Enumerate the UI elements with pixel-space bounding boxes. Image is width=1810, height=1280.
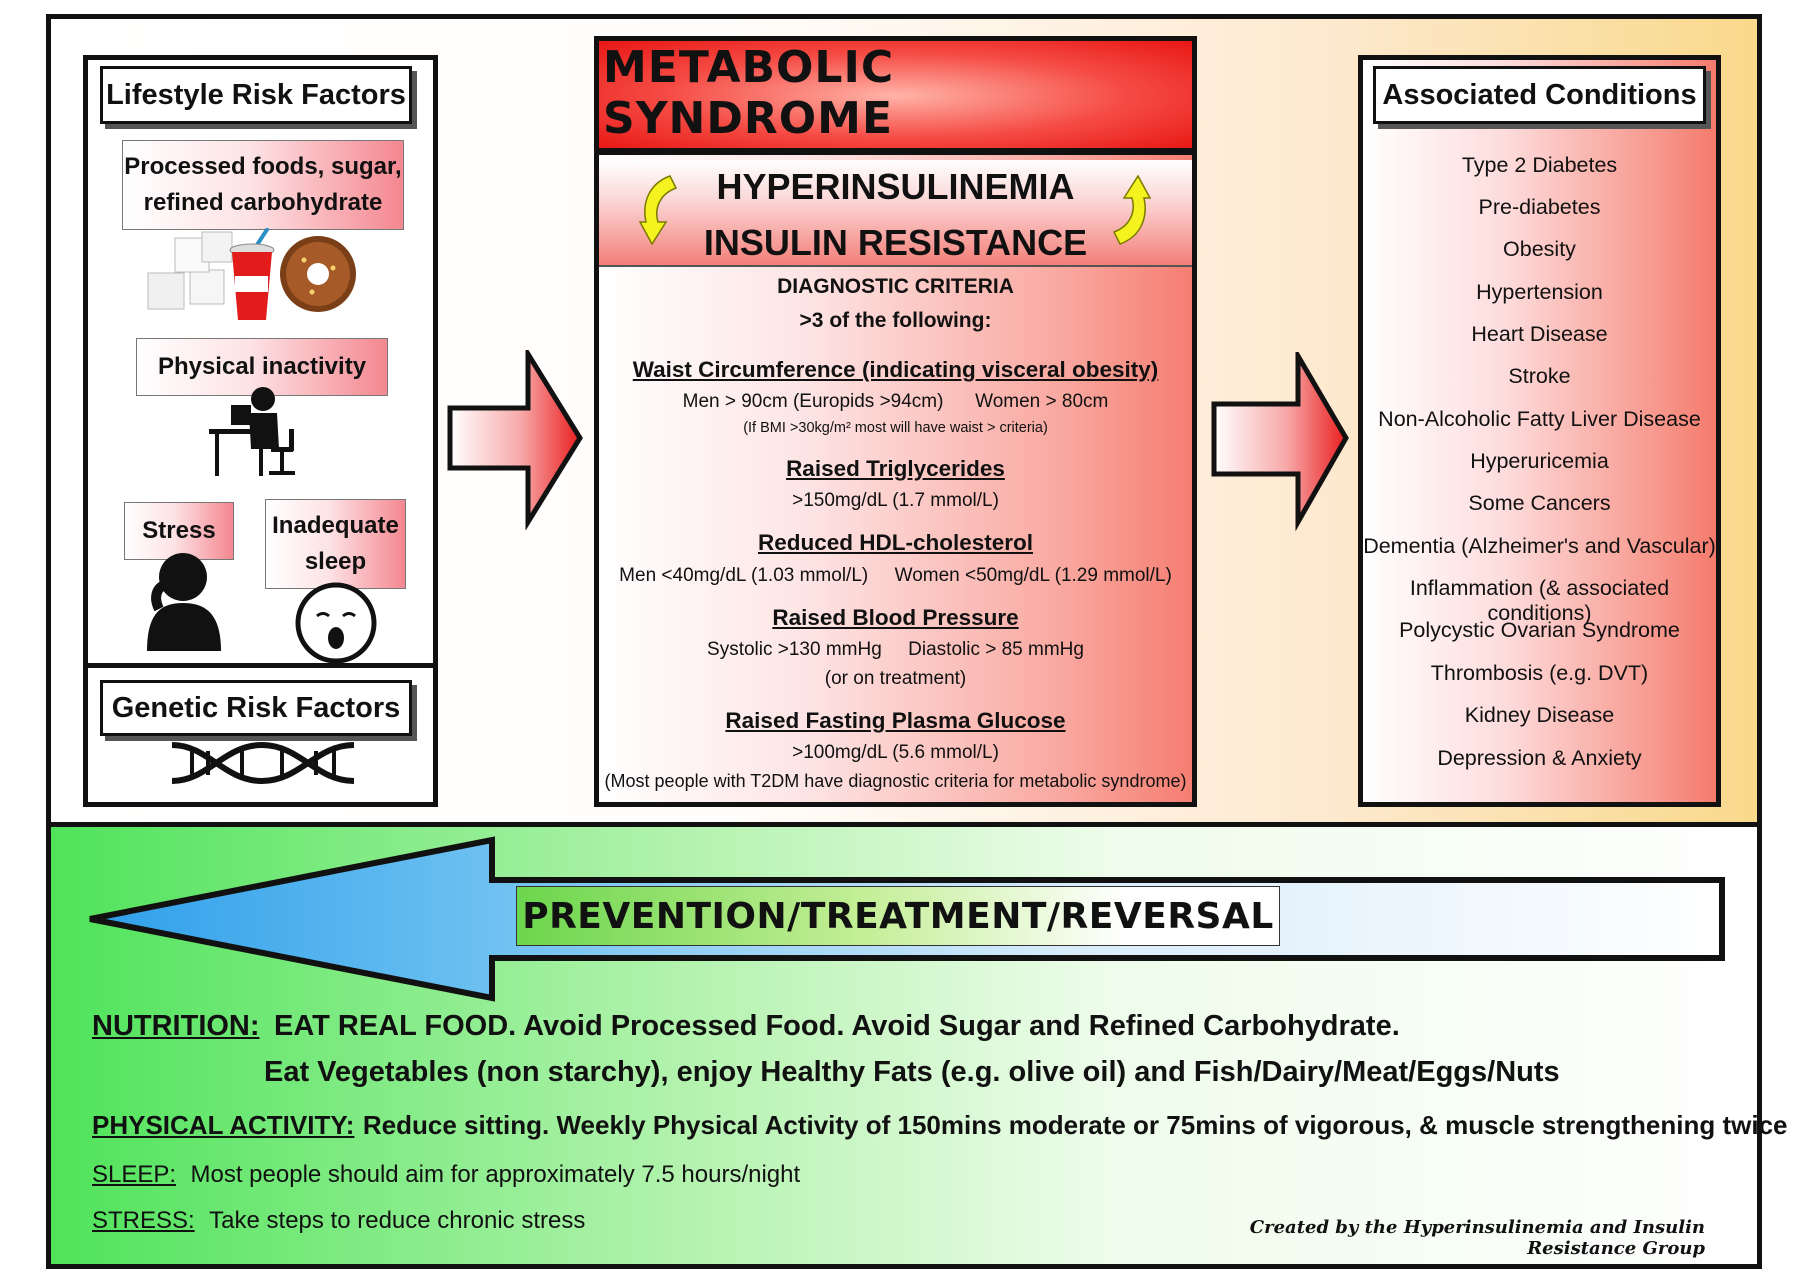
nutrition-line-2: Eat Vegetables (non starchy), enjoy Heal…: [264, 1056, 1560, 1089]
condition-item: Stroke: [1508, 364, 1571, 388]
donut-icon: [280, 236, 356, 312]
prevention-title: PREVENTION/TREATMENT/REVERSAL: [522, 895, 1274, 937]
criterion-glucose-value: >100mg/dL (5.6 mmol/L): [792, 742, 999, 763]
junk-food-illustration: [147, 228, 356, 320]
processed-foods-line-1: Processed foods, sugar,: [124, 153, 402, 180]
associated-conditions-panel: [1358, 55, 1721, 807]
criterion-waist-note: (If BMI >30kg/m² most will have waist > …: [743, 420, 1048, 436]
arrow-right-to-syndrome: [447, 350, 583, 530]
criterion-bp-values: Systolic >130 mmHg Diastolic > 85 mmHg: [707, 639, 1084, 660]
condition-item: Obesity: [1503, 237, 1576, 261]
sleepy-face-icon: [295, 582, 377, 664]
stress-line: STRESS: Take steps to reduce chronic str…: [92, 1207, 585, 1235]
criterion-triglycerides-value: >150mg/dL (1.7 mmol/L): [792, 490, 999, 511]
inadequate-sleep-box: Inadequate sleep: [265, 499, 406, 589]
processed-foods-box: Processed foods, sugar, refined carbohyd…: [122, 140, 404, 230]
sleep-line: SLEEP: Most people should aim for approx…: [92, 1161, 800, 1189]
sleep-line-1: Inadequate: [272, 512, 399, 539]
nutrition-text-1: EAT REAL FOOD. Avoid Processed Food. Avo…: [273, 1010, 1400, 1042]
criterion-triglycerides-title: Raised Triglycerides: [786, 456, 1005, 481]
stress-label: STRESS:: [92, 1207, 195, 1234]
criterion-hdl-title: Reduced HDL-cholesterol: [757, 530, 1034, 555]
condition-item: Kidney Disease: [1464, 703, 1615, 727]
condition-item: Pre-diabetes: [1478, 195, 1601, 219]
dna-helix-icon: [171, 741, 355, 785]
credit-line: Created by the Hyperinsulinemia and Insu…: [1249, 1217, 1705, 1259]
genetic-title: Genetic Risk Factors: [100, 680, 412, 736]
nutrition-text-2: Eat Vegetables (non starchy), enjoy Heal…: [264, 1056, 1560, 1088]
stress-text: Take steps to reduce chronic stress: [209, 1207, 586, 1234]
condition-item: Some Cancers: [1468, 491, 1611, 515]
criterion-hdl-values: Men <40mg/dL (1.03 mmol/L) Women <50mg/d…: [619, 565, 1172, 586]
condition-item: Thrombosis (e.g. DVT): [1430, 661, 1649, 685]
risk-factors-divider: [83, 663, 438, 668]
soda-cup-icon: [229, 228, 275, 320]
associated-conditions-title: Associated Conditions: [1373, 66, 1706, 124]
condition-item: Non-Alcoholic Fatty Liver Disease: [1378, 407, 1701, 431]
hyperinsulinemia-band: HYPERINSULINEMIA INSULIN RESISTANCE: [599, 160, 1192, 267]
criterion-bp-note: (or on treatment): [824, 668, 967, 689]
physical-inactivity-box: Physical inactivity: [136, 338, 388, 396]
nutrition-label: NUTRITION:: [92, 1010, 260, 1042]
sleep-text: Most people should aim for approximately…: [190, 1161, 801, 1188]
condition-item: Hyperuricemia: [1470, 449, 1609, 473]
condition-item: Depression & Anxiety: [1437, 746, 1642, 770]
condition-item: Dementia (Alzheimer's and Vascular): [1363, 534, 1716, 558]
condition-item: Inflammation (& associated conditions): [1409, 576, 1670, 625]
condition-item: Heart Disease: [1471, 322, 1608, 346]
nutrition-line: NUTRITION: EAT REAL FOOD. Avoid Processe…: [92, 1010, 1400, 1043]
activity-line: PHYSICAL ACTIVITY: Reduce sitting. Weekl…: [92, 1110, 1788, 1141]
processed-foods-line-2: refined carbohydrate: [143, 189, 383, 216]
prevention-banner: PREVENTION/TREATMENT/REVERSAL: [516, 886, 1280, 946]
condition-item: Polycystic Ovarian Syndrome: [1399, 618, 1680, 642]
diagnostic-criteria-subheading: >3 of the following:: [799, 309, 992, 332]
arrow-right-to-conditions: [1211, 352, 1349, 532]
criterion-waist-title: Waist Circumference (indicating visceral…: [632, 357, 1159, 382]
lifestyle-title: Lifestyle Risk Factors: [100, 66, 412, 124]
diagnostic-criteria-heading: DIAGNOSTIC CRITERIA: [777, 275, 1014, 298]
activity-text: Reduce sitting. Weekly Physical Activity…: [362, 1110, 1788, 1140]
sleep-label: SLEEP:: [92, 1161, 177, 1188]
desk-sitting-icon: [209, 387, 295, 476]
criterion-glucose-note: (Most people with T2DM have diagnostic c…: [604, 771, 1187, 791]
cycle-arrow-right-icon: [1112, 174, 1152, 245]
sleep-line-2: sleep: [304, 548, 367, 575]
stress-box: Stress: [124, 502, 234, 560]
criterion-glucose-title: Raised Fasting Plasma Glucose: [725, 708, 1066, 733]
criterion-waist-values: Men > 90cm (Europids >94cm) Women > 80cm: [682, 391, 1109, 412]
insulin-resistance-label: INSULIN RESISTANCE: [703, 222, 1088, 263]
panel-divider: [46, 822, 1762, 827]
outer-frame: [46, 14, 1762, 1269]
activity-label: PHYSICAL ACTIVITY:: [92, 1110, 355, 1140]
criterion-bp-title: Raised Blood Pressure: [772, 605, 1019, 630]
stressed-person-icon: [147, 553, 221, 651]
sugar-cubes-icon: [147, 231, 233, 310]
cycle-arrow-left-icon: [638, 175, 678, 246]
condition-item: Type 2 Diabetes: [1461, 153, 1618, 177]
condition-item: Hypertension: [1476, 280, 1603, 304]
metabolic-syndrome-header: METABOLIC SYNDROME: [599, 41, 1192, 155]
metabolic-syndrome-title: METABOLIC SYNDROME: [599, 42, 1192, 150]
hyperinsulinemia-label: HYPERINSULINEMIA: [716, 166, 1075, 207]
